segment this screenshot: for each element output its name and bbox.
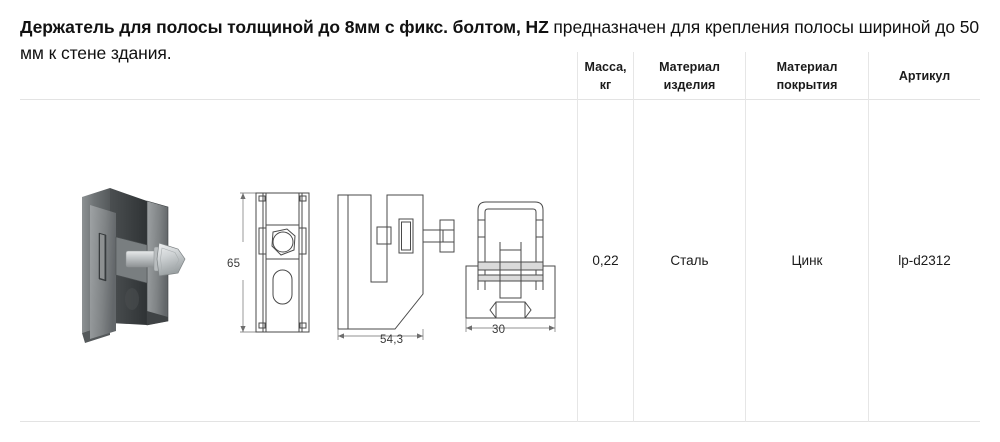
dimension-label-65: 65 xyxy=(227,258,241,270)
page-title-rest: предназначен для крепления полосы ширино… xyxy=(20,17,979,63)
dimension-label-54-3: 54,3 xyxy=(380,334,404,346)
column-header-product-material-line1: Материал xyxy=(659,60,720,74)
column-header-mass-line1: Масса, xyxy=(584,60,627,74)
column-header-mass: Масса, кг xyxy=(578,58,633,94)
table-divider-1 xyxy=(577,52,578,422)
table-divider-3 xyxy=(745,52,746,422)
drawing-top-view xyxy=(465,201,556,332)
table-divider-2 xyxy=(633,52,634,422)
table-header-rule xyxy=(20,99,980,100)
page-title: Держатель для полосы толщиной до 8мм с ф… xyxy=(20,14,982,66)
page-title-bold: Держатель для полосы толщиной до 8мм с ф… xyxy=(20,17,549,37)
drawing-side-view xyxy=(337,194,455,340)
cell-article: lp-d2312 xyxy=(898,253,951,268)
column-header-coating-material-line2: покрытия xyxy=(776,78,838,92)
column-header-coating-material: Материал покрытия xyxy=(746,58,868,94)
drawing-front-view xyxy=(240,192,310,333)
column-header-coating-material-line1: Материал xyxy=(776,60,838,74)
column-header-article-line1: Артикул xyxy=(898,69,951,83)
cell-coating-material: Цинк xyxy=(791,253,823,268)
column-header-product-material-line2: изделия xyxy=(663,78,716,92)
column-header-product-material: Материал изделия xyxy=(634,58,745,94)
product-photo xyxy=(82,188,186,343)
cell-product-material: Сталь xyxy=(670,253,709,268)
column-header-mass-line2: кг xyxy=(599,78,612,92)
column-header-article: Артикул xyxy=(869,67,980,85)
dimension-label-30: 30 xyxy=(492,324,506,336)
table-divider-4 xyxy=(868,52,869,422)
cell-mass: 0,22 xyxy=(592,253,619,268)
table-bottom-rule xyxy=(20,421,980,422)
